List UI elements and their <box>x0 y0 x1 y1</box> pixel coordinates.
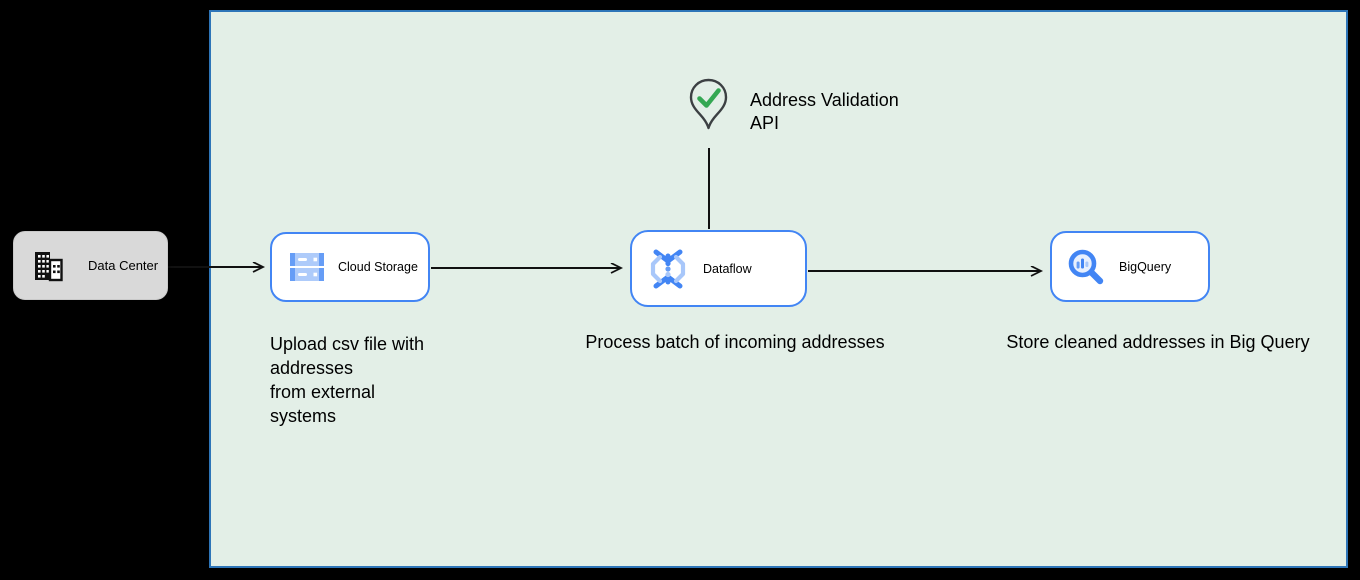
node-label-cloud-storage: Cloud Storage <box>338 260 418 274</box>
node-address-validation[interactable] <box>686 77 731 140</box>
node-label-data-center: Data Center <box>88 258 159 273</box>
node-label-dataflow: Dataflow <box>703 261 752 276</box>
caption-line: systems <box>270 406 337 426</box>
node-cloud-storage[interactable]: Cloud Storage <box>270 232 430 302</box>
dataflow-icon <box>647 247 689 291</box>
label-line: API <box>750 113 780 133</box>
caption-store-cleaned: Store cleaned addresses in Big Query <box>1006 332 1310 352</box>
caption-upload-csv: Upload csv file with addresses from exte… <box>270 332 424 428</box>
node-dataflow[interactable]: Dataflow <box>630 230 807 307</box>
map-pin-check-icon <box>686 77 731 135</box>
caption-line: addresses <box>270 358 354 378</box>
building-icon <box>30 248 66 284</box>
label-address-validation-api: Address Validation API <box>750 89 899 135</box>
node-bigquery[interactable]: BigQuery <box>1050 231 1210 302</box>
caption-line: Upload csv file with <box>270 334 425 354</box>
cloud-storage-icon <box>289 251 325 283</box>
label-line: Address Validation <box>750 90 899 110</box>
caption-process-batch: Process batch of incoming addresses <box>585 332 885 352</box>
node-data-center[interactable]: Data Center <box>13 231 168 300</box>
bigquery-icon <box>1066 247 1106 287</box>
node-label-bigquery: BigQuery <box>1119 259 1172 274</box>
caption-line: from external <box>270 382 376 402</box>
